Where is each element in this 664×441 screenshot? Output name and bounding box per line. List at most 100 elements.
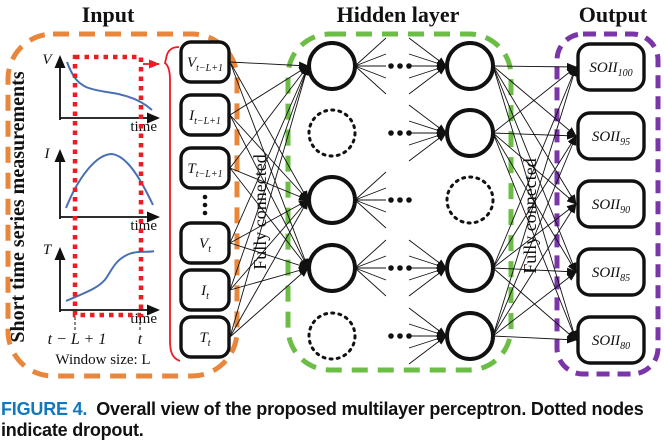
hidden-node-solid xyxy=(307,243,357,293)
ellipsis-dot xyxy=(388,333,394,339)
i-time-label: time xyxy=(130,218,157,234)
ellipsis-dot xyxy=(397,63,403,69)
connection-line xyxy=(354,187,387,201)
connection-line xyxy=(408,65,447,95)
connection-line xyxy=(354,267,387,297)
connection-line xyxy=(408,255,447,270)
connection-line xyxy=(408,323,447,338)
vertical-ellipsis-dot xyxy=(202,202,208,208)
connection-line xyxy=(408,120,447,135)
output-box xyxy=(576,111,646,161)
connection-line xyxy=(354,199,387,213)
connection-line xyxy=(229,167,309,269)
v-axis-label: V xyxy=(42,52,53,68)
input-box xyxy=(179,40,231,84)
t-axis-label: T xyxy=(43,242,53,258)
connection-line xyxy=(408,239,447,269)
output-box-label: SOII90 xyxy=(592,197,630,216)
ellipsis-dot xyxy=(388,63,394,69)
connection-line xyxy=(492,135,577,337)
connection-line xyxy=(408,131,447,146)
connection-line xyxy=(229,167,309,201)
connection-line xyxy=(229,61,309,70)
network-layer: Vt−L+1It−L+1Tt−L+1VtItTtSOII100SOII95SOI… xyxy=(179,37,646,365)
input-box xyxy=(179,93,231,137)
connection-line xyxy=(229,266,309,291)
output-box xyxy=(576,247,646,297)
mlp-figure: Input Hidden layer Output Short time ser… xyxy=(5,2,661,379)
connection-line xyxy=(492,66,577,134)
output-box xyxy=(576,315,646,365)
ellipsis-dot xyxy=(397,130,403,136)
ellipsis-dot xyxy=(406,333,412,339)
hidden-node-dotted xyxy=(307,311,357,361)
connection-line xyxy=(408,37,447,67)
connection-line xyxy=(354,37,387,67)
hidden-node-solid xyxy=(445,243,495,293)
connection-line xyxy=(408,307,447,337)
connection-line xyxy=(492,203,577,337)
ellipsis-dot xyxy=(406,63,412,69)
figure-caption-text: Overall view of the proposed multilayer … xyxy=(1,399,644,440)
window-size-label: Window size: L xyxy=(55,352,150,368)
input-box-label: Vt−L+1 xyxy=(187,55,223,74)
input-box xyxy=(179,315,231,359)
input-box-label: Vt xyxy=(199,236,211,255)
input-box xyxy=(179,268,231,312)
connection-line xyxy=(229,267,309,338)
connection-line xyxy=(354,199,387,229)
window-start-label: t − L + 1 xyxy=(48,331,107,348)
input-box-label: Tt−L+1 xyxy=(187,161,222,180)
ellipsis-dot xyxy=(406,265,412,271)
v-curve xyxy=(66,61,153,111)
hidden-node-solid xyxy=(307,175,357,225)
hidden-node-solid xyxy=(307,41,357,91)
ellipsis-dot xyxy=(397,265,403,271)
connection-line xyxy=(492,131,577,140)
ellipsis-dot xyxy=(406,197,412,203)
output-box xyxy=(576,179,646,229)
connection-line xyxy=(492,62,577,71)
connection-line xyxy=(408,266,447,281)
figure-caption: FIGURE 4.Overall view of the proposed mu… xyxy=(1,399,659,441)
hidden-node-solid xyxy=(445,108,495,158)
vertical-ellipsis-dot xyxy=(202,210,208,216)
connection-line xyxy=(408,64,447,79)
connection-line xyxy=(408,335,447,365)
output-box-label: SOII95 xyxy=(592,129,630,148)
connection-line xyxy=(229,114,309,269)
connection-line xyxy=(408,267,447,297)
connection-line xyxy=(492,65,577,205)
ellipsis-dot xyxy=(397,333,403,339)
input-box xyxy=(179,146,231,190)
grouping-brace xyxy=(163,46,181,362)
v-time-label: time xyxy=(130,119,157,135)
connection-line xyxy=(229,65,309,116)
t-time-label: time xyxy=(130,311,157,327)
hidden-node-dotted xyxy=(307,108,357,158)
input-box-label: It xyxy=(200,283,209,302)
ellipsis-dot xyxy=(397,197,403,203)
connection-line xyxy=(354,239,387,269)
connection-line xyxy=(229,65,310,338)
connection-line xyxy=(408,334,447,349)
connection-line xyxy=(354,53,387,67)
output-box-label: SOII80 xyxy=(592,333,630,352)
connection-line xyxy=(354,65,387,79)
connection-line xyxy=(492,335,577,344)
connection-line xyxy=(229,65,309,169)
connection-line xyxy=(229,65,309,291)
sliding-window-box xyxy=(72,54,144,318)
hidden-node-dotted xyxy=(445,175,495,225)
connection-line xyxy=(229,199,309,244)
output-box-label: SOII100 xyxy=(589,60,632,79)
hidden-node-solid xyxy=(445,311,495,361)
input-box xyxy=(179,221,231,265)
output-frame xyxy=(554,31,661,377)
connection-line xyxy=(229,61,309,201)
connection-line xyxy=(492,66,578,337)
connection-line xyxy=(408,132,447,162)
connection-line xyxy=(229,114,309,201)
input-frame xyxy=(5,31,240,379)
ellipsis-dot xyxy=(388,197,394,203)
